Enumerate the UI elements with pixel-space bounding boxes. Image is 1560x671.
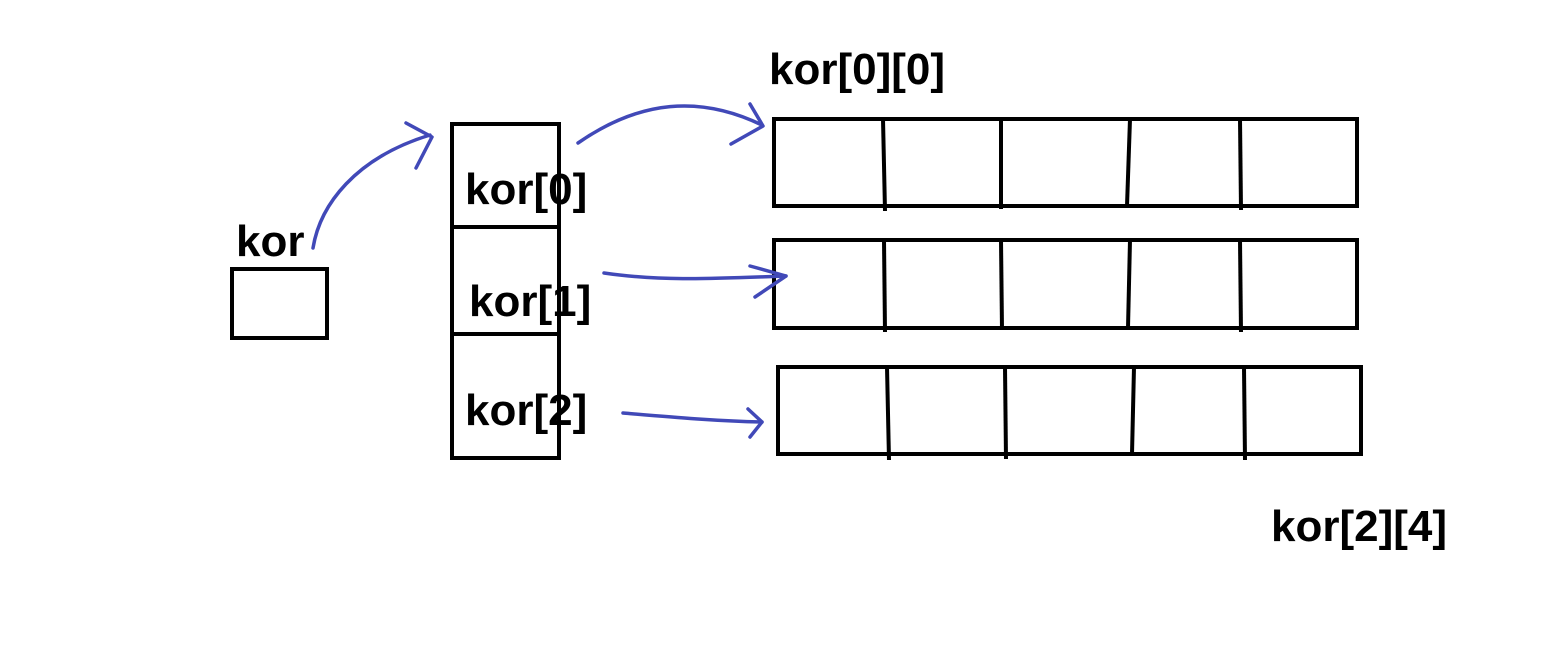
last-element-label: kor[2][4] [1271,502,1447,551]
row-0-cell-divider-1 [881,118,887,212]
row-pointer-array-outline [450,122,561,460]
row-1-cell-divider-4 [1238,239,1243,333]
first-element-label: kor[0][0] [769,45,945,94]
row-array-0 [772,117,1359,212]
row-0-cell-divider-4 [1238,118,1243,211]
row-1-cell-divider-3 [1126,239,1132,329]
row-2-cell-divider-2 [1003,366,1008,460]
row-pointer-label-2: kor[2] [465,386,587,435]
row-array-0-outline [772,117,1359,208]
row-2-cell-divider-4 [1242,366,1247,461]
row-pointer-label-1: kor[1] [469,277,591,326]
row-0-cell-divider-3 [1125,118,1132,207]
row-1-cell-divider-1 [882,239,887,333]
row-2-cell-divider-1 [885,366,891,461]
row-array-2 [776,365,1363,461]
row-pointer-array [450,122,561,460]
arrow-row-2 [621,407,764,439]
arrow-row-0 [576,102,765,146]
pointer-label: kor [236,217,304,266]
arrows [311,102,788,439]
arrow-pointer-to-array [311,121,434,250]
row-2-cell-divider-3 [1130,366,1136,455]
row-array-2-outline [776,365,1363,456]
row-array-1-outline [772,238,1359,330]
row-1-cell-divider-2 [999,239,1004,331]
row-pointer-label-0: kor[0] [465,165,587,214]
arrow-row-1 [602,264,788,299]
pointer-box [230,267,329,340]
row-array-1 [772,238,1359,333]
